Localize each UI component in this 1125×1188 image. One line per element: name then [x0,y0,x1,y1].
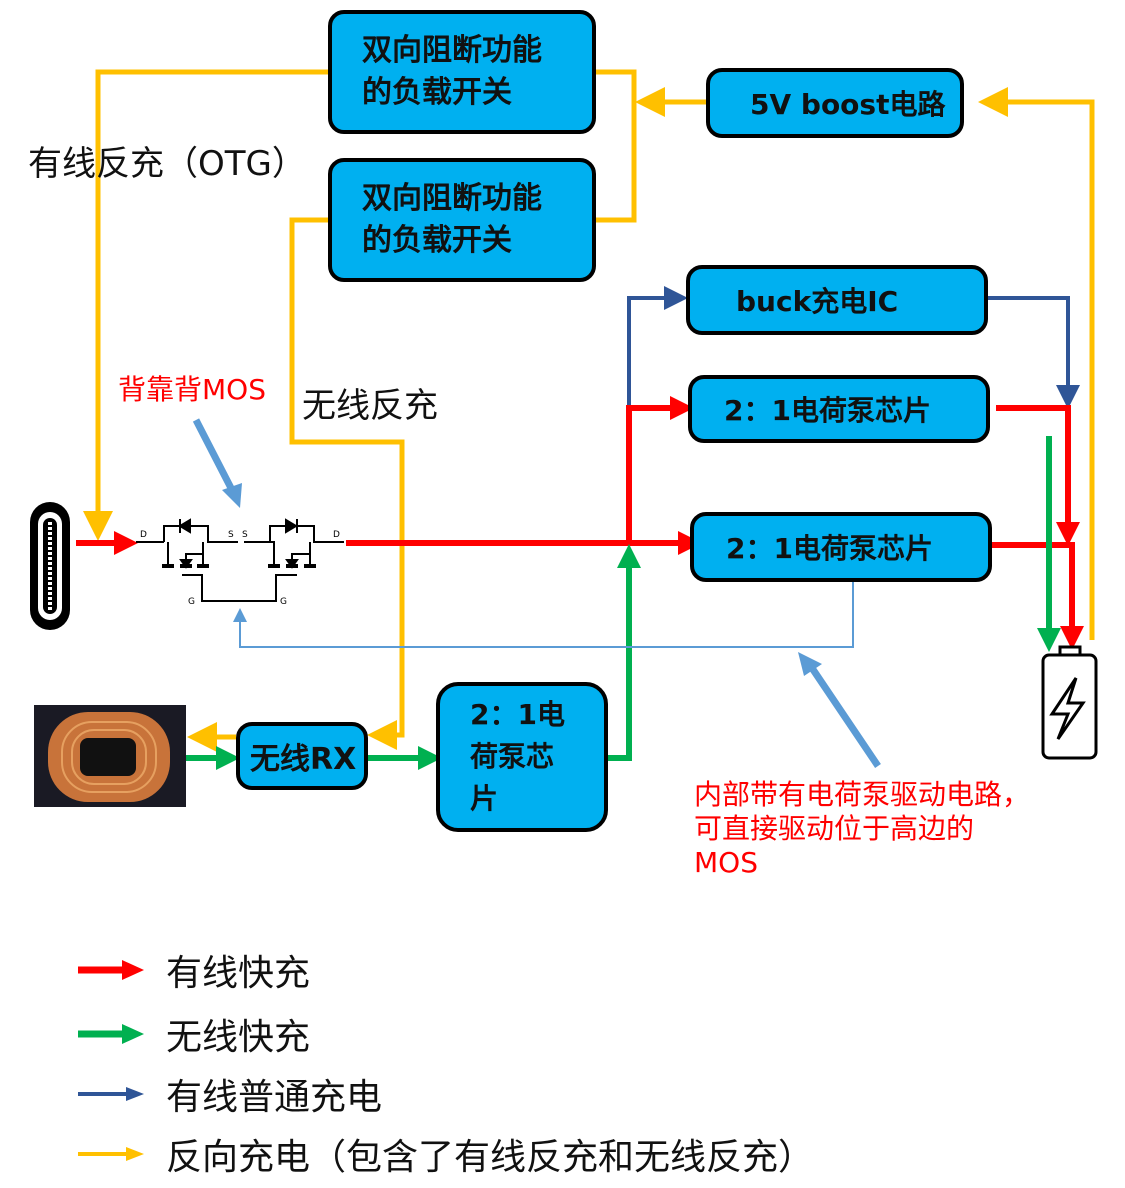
wireless-reverse-path [289,217,405,750]
boost-block: 5V boost电路 [706,68,964,138]
legend-label: 有线普通充电 [166,1077,383,1118]
usb-c-port-icon [30,502,70,630]
wireless-charge-pump-block: 2：1电 荷泵芯 片 [436,682,608,832]
load-switch-block-1: 双向阻断功能 的负载开关 [328,10,596,134]
wired-normal-paths [627,286,1080,409]
block-label: 2：1电荷泵芯片 [724,394,931,427]
legend-label: 无线快充 [166,1017,311,1058]
gate-drive-arrowhead [233,608,247,622]
back-to-back-mos-label: 背靠背MOS [118,373,266,406]
pin-label: D [140,530,147,540]
wired-fast-paths [76,396,1084,650]
buck-charger-block: buck充电IC [686,265,988,335]
load-switch-block-2: 双向阻断功能 的负载开关 [328,158,596,282]
charge-pump-block-1: 2：1电荷泵芯片 [688,375,990,443]
mosfet-pin-labels: D S S D G G [140,530,340,607]
otg-path [83,69,330,541]
wireless-reverse-label: 无线反充 [302,386,438,426]
annotation-arrows [192,418,881,768]
red-arrow-icon [78,960,144,980]
pin-label: G [280,597,287,607]
battery-to-boost [978,87,1095,640]
legend-item-wired-fast: 有线快充 [78,944,310,996]
block-label: 2：1电荷泵芯片 [726,532,933,565]
wireless-fast-paths [172,436,1061,770]
block-label: 无线RX [250,742,357,777]
pin-label: G [188,597,195,607]
battery-charging-icon [1041,645,1098,760]
legend-label: 有线快充 [166,953,311,994]
block-label: 双向阻断功能 的负载开关 [362,33,542,110]
back-to-back-mosfet-icon [136,518,344,602]
legend-item-reverse: 反向充电（包含了有线反充和无线反充） [78,1128,814,1180]
pin-label: S [228,530,234,540]
wireless-coil-icon [34,705,186,807]
block-label: buck充电IC [736,285,899,318]
wired-reverse-label: 有线反充（OTG） [28,144,306,184]
reverse-charge-paths [83,69,1095,752]
legend-label: 反向充电（包含了有线反充和无线反充） [166,1137,815,1178]
blue-arrow-icon [78,1087,144,1101]
legend-item-wired-normal: 有线普通充电 [78,1068,382,1120]
pin-label: S [242,530,248,540]
yellow-arrow-icon [78,1147,144,1161]
legend-item-wireless-fast: 无线快充 [78,1008,310,1060]
gate-drive-line [239,580,854,648]
green-arrow-icon [78,1024,144,1044]
wireless-rx-block: 无线RX [236,722,368,790]
block-label: 2：1电 荷泵芯 片 [470,698,565,815]
block-label: 双向阻断功能 的负载开关 [362,181,542,258]
charge-pump-block-2: 2：1电荷泵芯片 [690,512,992,582]
driver-note-label: 内部带有电荷泵驱动电路， 可直接驱动位于高边的 MOS [694,778,1031,879]
pin-label: D [333,530,340,540]
switch1-to-junction [596,69,637,223]
block-label: 5V boost电路 [750,88,946,121]
